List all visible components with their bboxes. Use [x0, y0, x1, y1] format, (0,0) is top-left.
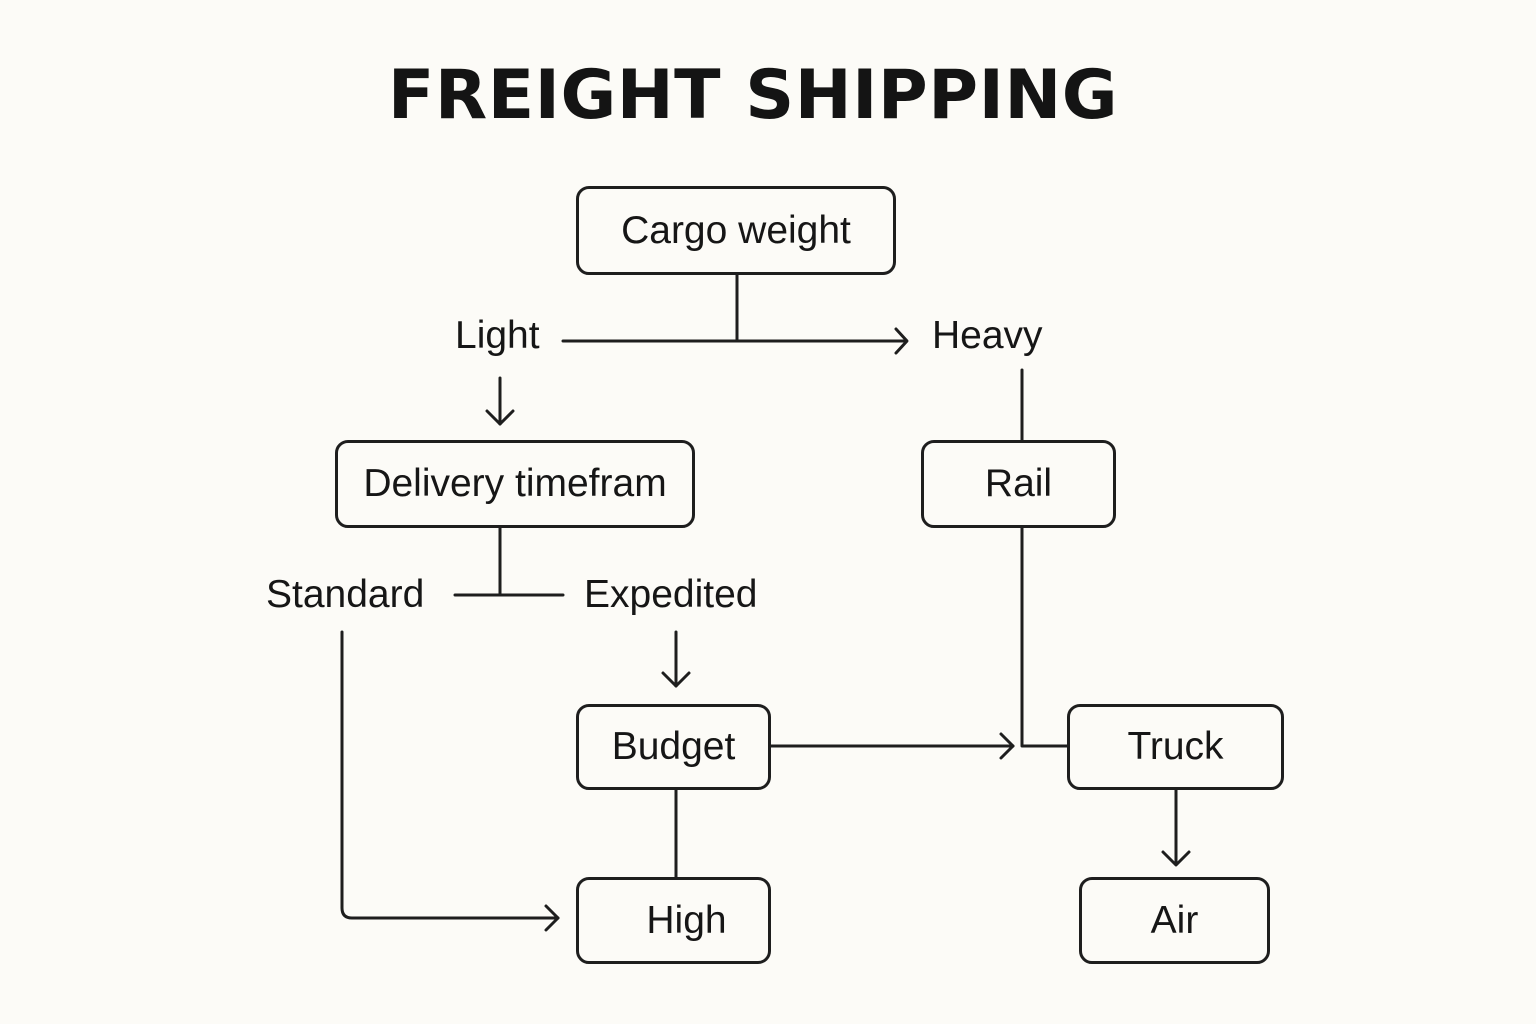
- node-cargo-weight: Cargo weight: [576, 186, 896, 275]
- connector-rail-truck: [1020, 525, 1069, 748]
- node-delivery-timeframe-label: Delivery timefram: [363, 462, 667, 505]
- node-truck: Truck: [1067, 704, 1284, 790]
- arrowhead-light-down: [485, 409, 515, 426]
- node-rail-label: Rail: [984, 462, 1053, 505]
- branch-label-light: Light: [455, 314, 540, 357]
- node-budget: Budget: [576, 704, 771, 790]
- node-air-label: Air: [1150, 898, 1199, 942]
- diagram-title: FREIGHT SHIPPING: [387, 56, 1119, 135]
- node-rail: Rail: [921, 440, 1116, 528]
- node-truck-label: Truck: [1127, 725, 1224, 768]
- node-high: High: [576, 877, 771, 964]
- arrowhead-air: [1161, 850, 1191, 867]
- branch-label-heavy: Heavy: [932, 314, 1043, 357]
- node-high-label: High: [646, 898, 727, 942]
- node-delivery-timeframe: Delivery timefram: [335, 440, 695, 528]
- arrowhead-budget-right: [999, 732, 1015, 760]
- node-budget-label: Budget: [611, 725, 736, 768]
- connector-standard-high: [340, 630, 560, 920]
- arrowhead-high: [544, 904, 560, 932]
- arrowhead-heavy: [894, 327, 909, 355]
- branch-label-standard: Standard: [266, 573, 425, 616]
- arrowhead-expedited-down: [661, 671, 691, 688]
- node-cargo-weight-label: Cargo weight: [621, 208, 851, 252]
- node-air: Air: [1079, 877, 1270, 964]
- branch-label-expedited: Expedited: [584, 573, 758, 616]
